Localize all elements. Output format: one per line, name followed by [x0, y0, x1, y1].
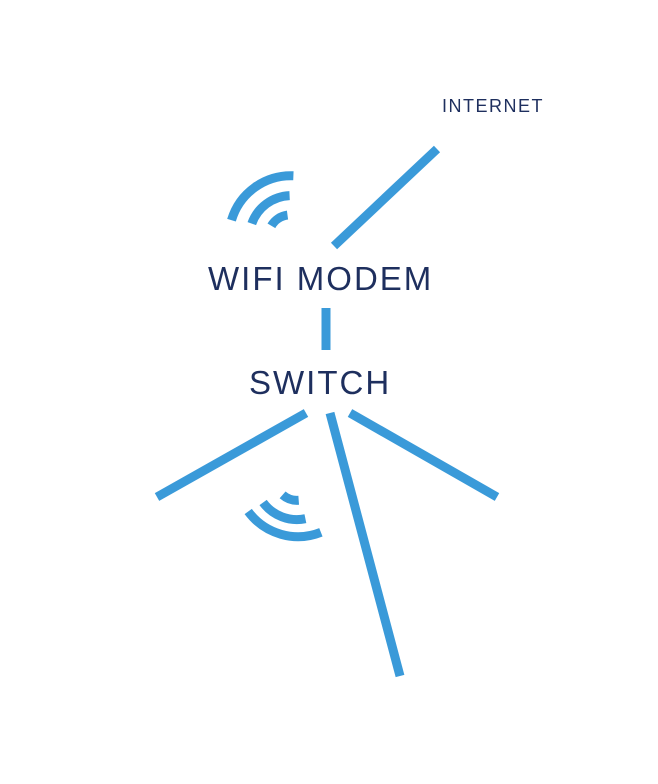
switch-to-bottom-link: [325, 411, 405, 678]
internet-to-modem-link: [330, 145, 441, 250]
switch-to-left-link: [154, 409, 309, 501]
switch-to-right-link: [347, 409, 500, 501]
wifi-signal-icon: [227, 171, 294, 229]
wifi-signal-icon: [244, 491, 323, 542]
wifi-modem-label: WIFI MODEM: [208, 260, 434, 297]
internet-label: INTERNET: [442, 96, 544, 116]
switch-label: SWITCH: [249, 364, 392, 401]
